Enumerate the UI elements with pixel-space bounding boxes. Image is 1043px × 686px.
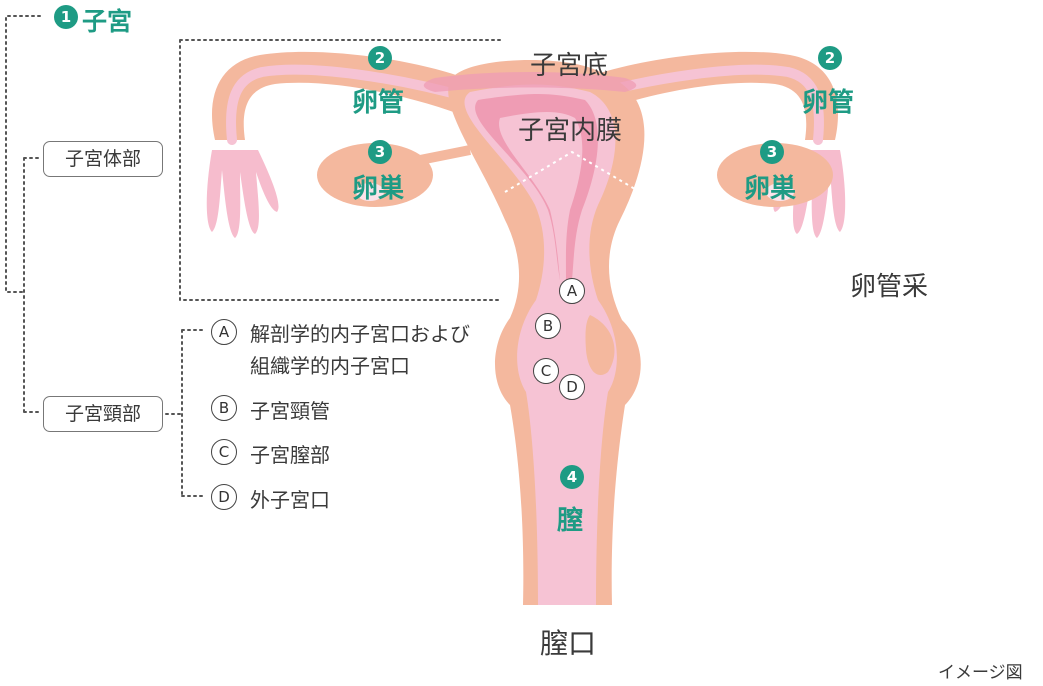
legend-marker-b: B	[211, 395, 237, 421]
right-ovary	[717, 143, 833, 207]
left-fimbria	[206, 150, 279, 238]
vaginal-opening-label: 膣口	[540, 627, 597, 660]
right-ovary-number-badge: 3	[760, 140, 784, 164]
right-ovary-label: 卵巣	[744, 174, 797, 204]
right-tube-lumen	[575, 64, 824, 145]
uterus-bracket-line	[5, 15, 41, 293]
fimbria-label: 卵管采	[850, 272, 929, 302]
boundary-dotted-line	[504, 150, 641, 193]
marker-d: D	[559, 374, 585, 400]
left-ovary	[317, 143, 433, 207]
legend-c: 子宮膣部	[250, 443, 330, 467]
left-ovary-label: 卵巣	[352, 174, 405, 204]
vagina-number-badge: 4	[560, 465, 584, 489]
left-tube-outer	[212, 51, 470, 140]
marker-b: B	[535, 313, 561, 339]
uterine-body-box: 子宮体部	[43, 141, 163, 177]
cervix-bulb	[585, 315, 615, 376]
endometrium-label: 子宮内膜	[518, 116, 623, 146]
legend-marker-c: C	[211, 439, 237, 465]
uterine-cavity	[499, 112, 583, 280]
right-tube-number-badge: 2	[818, 46, 842, 70]
legend-marker-a: A	[211, 319, 237, 345]
legend-marker-d: D	[211, 484, 237, 510]
legend-a-line1: 解剖学的内子宮口および	[250, 322, 470, 346]
marker-a: A	[559, 278, 585, 304]
cervix-box: 子宮頸部	[43, 396, 163, 432]
fundus-band	[423, 72, 637, 92]
image-note: イメージ図	[938, 663, 1023, 683]
vagina-label: 膣	[557, 506, 584, 536]
marker-c: C	[533, 358, 559, 384]
left-ovary-ligament	[419, 145, 471, 165]
right-tube-label: 卵管	[802, 88, 855, 118]
box-connector-line	[23, 157, 43, 413]
uterus-number-badge: 1	[54, 5, 78, 29]
fundus-label: 子宮底	[530, 51, 609, 81]
legend-d: 外子宮口	[250, 488, 330, 512]
uterus-title: 子宮	[82, 7, 133, 36]
left-ovary-number-badge: 3	[368, 140, 392, 164]
legend-a-line2: 組織学的内子宮口	[250, 354, 410, 378]
right-ovary-follicle	[766, 183, 794, 201]
legend-b: 子宮頸管	[250, 399, 330, 423]
cervix-bracket-line	[159, 329, 205, 497]
left-tube-number-badge: 2	[368, 46, 392, 70]
left-tube-lumen	[226, 64, 475, 145]
left-ovary-follicle	[356, 183, 384, 201]
body-bracket-line	[179, 39, 501, 301]
left-tube-label: 卵管	[352, 88, 405, 118]
